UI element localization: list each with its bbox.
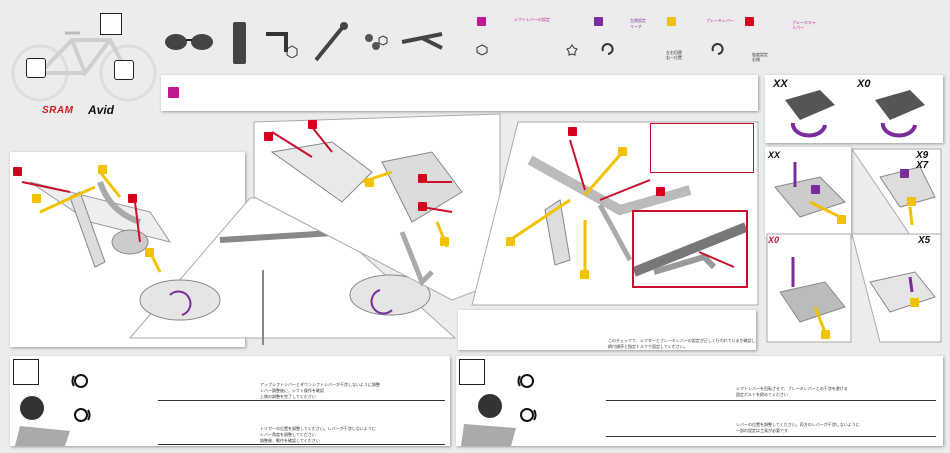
br-divider-1: [606, 400, 936, 401]
legend-col3-b: 右一位置: [666, 55, 682, 60]
xx-callout-purple: [811, 185, 820, 194]
bottom-right-lever-illustration: [461, 394, 516, 446]
rotate-icon: [601, 43, 614, 55]
torx-icon: [566, 44, 578, 56]
torque-wrench-icon: [312, 20, 352, 69]
shifter-mount-icon: [100, 13, 122, 35]
bl-text-6: 調整後、動作を確認してください: [260, 438, 320, 443]
x5-callout-yellow: [910, 298, 919, 307]
legend-red-square: [745, 17, 754, 26]
bl-divider-2: [158, 444, 445, 445]
legend-col2-b: リーチ: [630, 24, 642, 29]
legend-col3-a: 左右切替: [666, 50, 682, 55]
mount-callout-yellow-2: [618, 147, 627, 156]
bolts-icon: [364, 32, 388, 57]
legend-red-label: ブレーキキャリパー: [792, 20, 816, 30]
x0-callout-yellow: [821, 330, 830, 339]
bottom-left-step-icon: [13, 359, 39, 385]
legend-purple-square: [594, 17, 603, 26]
bottom-right-step-icon: [459, 359, 485, 385]
shifter-mount-panel: [470, 120, 760, 307]
model-x9-label: X9: [916, 150, 929, 161]
barrel-adjuster-icon-3: [517, 374, 534, 388]
caliper-callout-yellow-3: [365, 178, 374, 187]
caliper-callout-red-4: [418, 174, 427, 183]
cable-cutter-icon: [400, 32, 444, 57]
barrel-adjuster-icon-1: [71, 374, 88, 388]
bl-text-3: 上側の調整を完了してください: [260, 394, 316, 399]
x9-callout-yellow: [907, 197, 916, 206]
bl-text-4: トリガーの位置を調整してください。レバーが干渉しないように: [260, 426, 376, 431]
br-divider-2: [606, 436, 936, 437]
model-x7-label: X7: [916, 160, 929, 171]
bike-illustration: [10, 18, 160, 103]
barrel-adjuster-icon-2: [74, 408, 91, 422]
x9-x7-panel: X9 X7: [850, 147, 943, 237]
sram-logo: SRAM: [42, 105, 74, 116]
banner-magenta-square: [168, 87, 179, 98]
detail-inset-top: [650, 123, 754, 173]
grease-tube-icon: [233, 22, 246, 64]
legend-col2-a: 左側設定: [630, 18, 646, 23]
mount-callout-yellow-4: [506, 237, 515, 246]
caliper-panel: [252, 112, 502, 302]
br-text-3: レバーの位置を調整してください。両方のレバーが干渉しないように: [736, 422, 860, 427]
legend-yellow-label: ブレーキレバー: [706, 18, 734, 23]
x0-install-panel: X0: [765, 232, 853, 344]
callout-yellow-5: [145, 248, 154, 257]
callout-yellow-2: [98, 165, 107, 174]
bottom-left-panel: アップシフトレバーとダウンシフトレバーが干渉しないように調整 レバー調整後に、シ…: [10, 356, 450, 446]
info-banner: [161, 75, 758, 111]
bottom-left-lever-illustration: [15, 396, 70, 446]
legend-magenta-label: シフトレバーの設定: [514, 17, 550, 22]
callout-red-1: [13, 167, 22, 176]
barrel-adjuster-icon-4: [520, 408, 537, 422]
caliper-callout-red-2: [308, 120, 317, 129]
left-lever-icon: [26, 58, 46, 78]
mount-callout-red-3: [656, 187, 665, 196]
bl-text-1: アップシフトレバーとダウンシフトレバーが干渉しないように調整: [260, 382, 380, 387]
br-text-2: 固定ボルトを締めてください: [736, 392, 788, 397]
caliper-callout-yellow-6: [440, 237, 449, 246]
instruction-line-2: 締付順序と指定トルクで固定してください。: [608, 344, 688, 349]
xx-callout-yellow: [837, 215, 846, 224]
model-xx-label-2: XX: [768, 150, 781, 160]
mount-callout-red-1: [568, 127, 577, 136]
br-text-4: 一部の設定は工具が必要です: [736, 428, 788, 433]
model-x0-label: X0: [857, 78, 871, 90]
mount-callout-yellow-5: [580, 270, 589, 279]
xx-x0-panel: XX X0: [765, 75, 943, 143]
caliper-callout-red-5: [418, 202, 427, 211]
legend-yellow-square: [667, 17, 676, 26]
x9-callout-purple: [900, 169, 909, 178]
xx-install-panel: XX: [765, 147, 851, 237]
rotate-icon-2: [711, 43, 724, 55]
bl-text-5: レバー角度を調整してください: [260, 432, 316, 437]
instruction-strip: このチェックで、シフターとブレーキレバーの設定が正しく行われているか確認してくだ…: [458, 310, 756, 350]
bottom-right-panel: シフトレバーを回転させて、ブレーキレバーとの干渉を避ける 固定ボルトを締めてくだ…: [456, 356, 943, 446]
callout-red-4: [128, 194, 137, 203]
callout-yellow-3: [32, 194, 41, 203]
br-text-1: シフトレバーを回転させて、ブレーキレバーとの干渉を避ける: [736, 386, 848, 391]
model-x0-label-2: X0: [768, 235, 780, 245]
bl-divider-1: [158, 400, 445, 401]
right-lever-icon: [114, 60, 134, 80]
avid-logo: Avid: [88, 103, 115, 117]
legend-magenta-square: [477, 17, 486, 26]
model-x5-label: X5: [918, 235, 931, 246]
model-xx-label: XX: [773, 78, 788, 90]
safety-glasses-icon: [162, 28, 218, 61]
instruction-line-1: このチェックで、シフターとブレーキレバーの設定が正しく行われているか確認してくだ…: [608, 338, 756, 343]
detail-inset-bottom: [632, 210, 748, 288]
bl-text-2: レバー調整後に、シフト操作を確認: [260, 388, 324, 393]
hex-nut-icon: [476, 44, 488, 56]
hex-key-icon: [262, 28, 298, 63]
legend-col4-b: 右側: [752, 57, 760, 62]
caliper-callout-red-1: [264, 132, 273, 141]
x5-panel: X5: [850, 232, 943, 344]
legend-col4-a: 陰度設定: [752, 52, 768, 57]
